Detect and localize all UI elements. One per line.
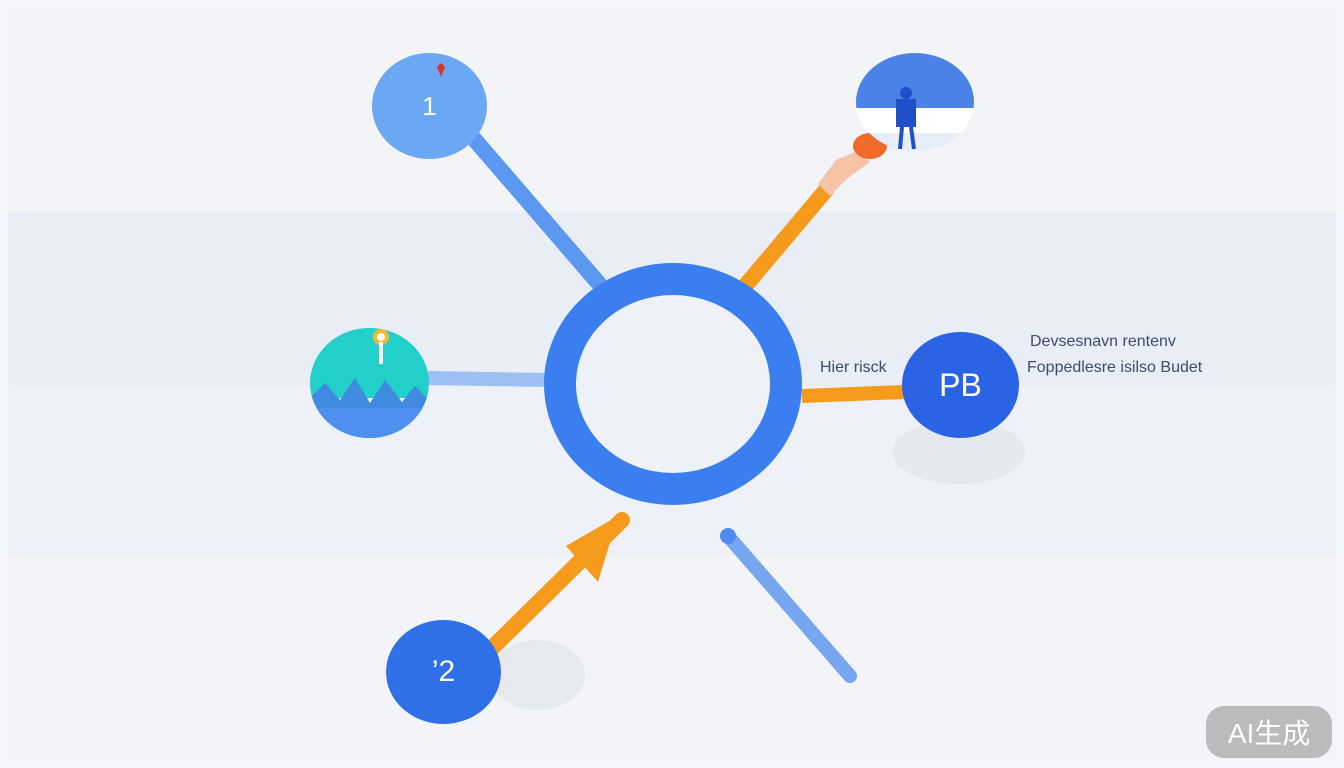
edge-right	[801, 385, 905, 403]
hub-ring	[544, 263, 802, 505]
node-right[interactable]: PB	[902, 332, 1019, 438]
edge-top-right-hand	[818, 150, 870, 196]
node-top-left-label: 1	[422, 90, 437, 121]
edge-bottom-right	[721, 529, 857, 683]
node-left-image[interactable]	[310, 328, 429, 438]
node-top-left[interactable]: 1	[372, 53, 487, 159]
arrow-head	[566, 516, 618, 582]
node-bottom-left-label: ’2	[431, 655, 456, 688]
edge-top-right	[738, 182, 834, 293]
right-label-line-2: Foppedlesre isilso Budet	[1027, 359, 1203, 376]
edge-left	[427, 371, 547, 387]
landscape-icon	[310, 328, 429, 438]
ai-watermark-badge: AI生成	[1206, 706, 1332, 758]
person-scene-icon	[856, 53, 974, 151]
node-bottom-left[interactable]: ’2	[386, 620, 501, 724]
edge-bottom-right-cap	[720, 528, 736, 544]
right-label-line-1: Devsesnavn rentenv	[1030, 333, 1176, 350]
lightbulb-pin-icon	[373, 329, 389, 364]
node-shadow	[490, 640, 585, 710]
node-right-label: PB	[939, 366, 982, 403]
edge-label: Hier risck	[820, 359, 887, 376]
edge-top-left	[467, 132, 608, 293]
pin-icon	[437, 63, 445, 77]
node-top-right-image[interactable]	[856, 53, 974, 151]
